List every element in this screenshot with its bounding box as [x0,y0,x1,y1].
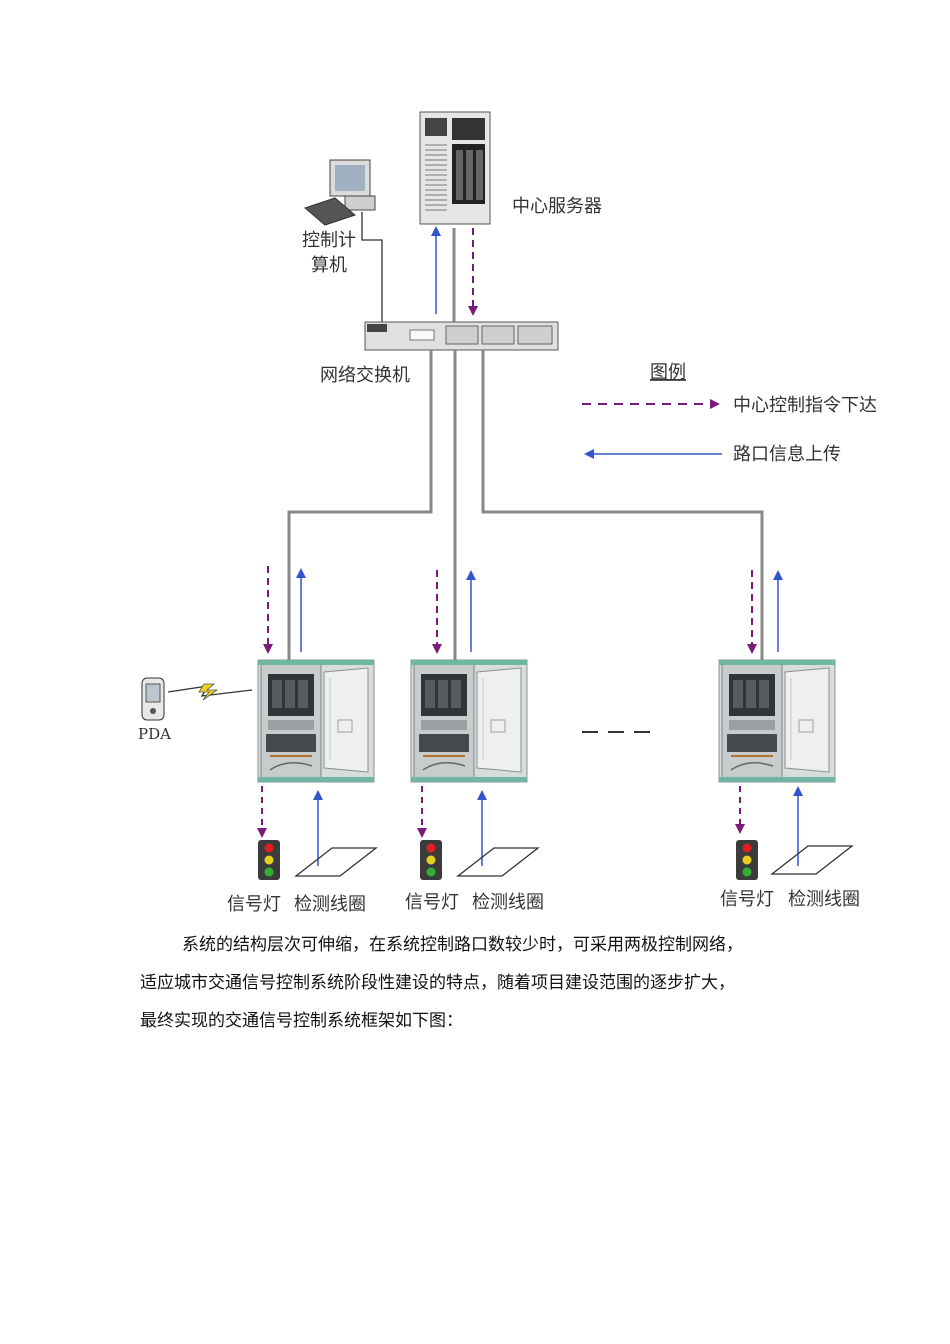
signal-label-1: 信号灯 [227,894,281,915]
signal-controller-cabinet-3 [718,659,836,783]
pda-icon [141,677,165,721]
pc-label-line2: 算机 [311,255,347,276]
network-line-3 [481,350,764,660]
detector-loop-icon-3 [770,845,854,875]
detector-loop-icon-2 [456,847,540,877]
signal-controller-cabinet-2 [410,659,528,783]
traffic-light-icon-1 [258,840,280,880]
network-switch-icon [364,321,559,351]
paragraph-line-1: 系统的结构层次可伸缩，在系统控制路口数较少时，可采用两极控制网络， [182,935,743,955]
computer-icon [304,159,376,226]
paragraph-line-3: 最终实现的交通信号控制系统框架如下图： [140,1011,463,1031]
paragraph-line-2: 适应城市交通信号控制系统阶段性建设的特点，随着项目建设范围的逐步扩大， [140,973,735,993]
signal-controller-cabinet-1 [257,659,375,783]
signal-label-2: 信号灯 [405,892,459,913]
pc-cable [361,212,383,322]
system-architecture-diagram: 中心服务器 控制计 算机 网络交换机 图例 中心控制指令下达 路口信息上传 [138,111,877,915]
server-icon [419,111,491,225]
legend-command-label: 中心控制指令下达 [733,395,877,416]
detector-label-1: 检测线圈 [294,894,366,915]
pc-label-line1: 控制计 [302,230,356,251]
switch-label: 网络交换机 [320,365,410,386]
detector-label-2: 检测线圈 [472,892,544,913]
traffic-light-icon-3 [736,840,758,880]
detector-label-3: 检测线圈 [788,889,860,910]
pda-label: PDA [138,725,171,743]
legend-title: 图例 [650,362,686,383]
lightning-icon [198,683,219,701]
traffic-light-icon-2 [420,840,442,880]
body-paragraph: 系统的结构层次可伸缩，在系统控制路口数较少时，可采用两极控制网络， 适应城市交通… [140,926,820,1040]
legend-upload-label: 路口信息上传 [733,444,841,465]
server-label: 中心服务器 [512,196,602,217]
detector-loop-icon-1 [294,847,378,877]
signal-label-3: 信号灯 [720,889,774,910]
network-line-1 [287,350,433,660]
